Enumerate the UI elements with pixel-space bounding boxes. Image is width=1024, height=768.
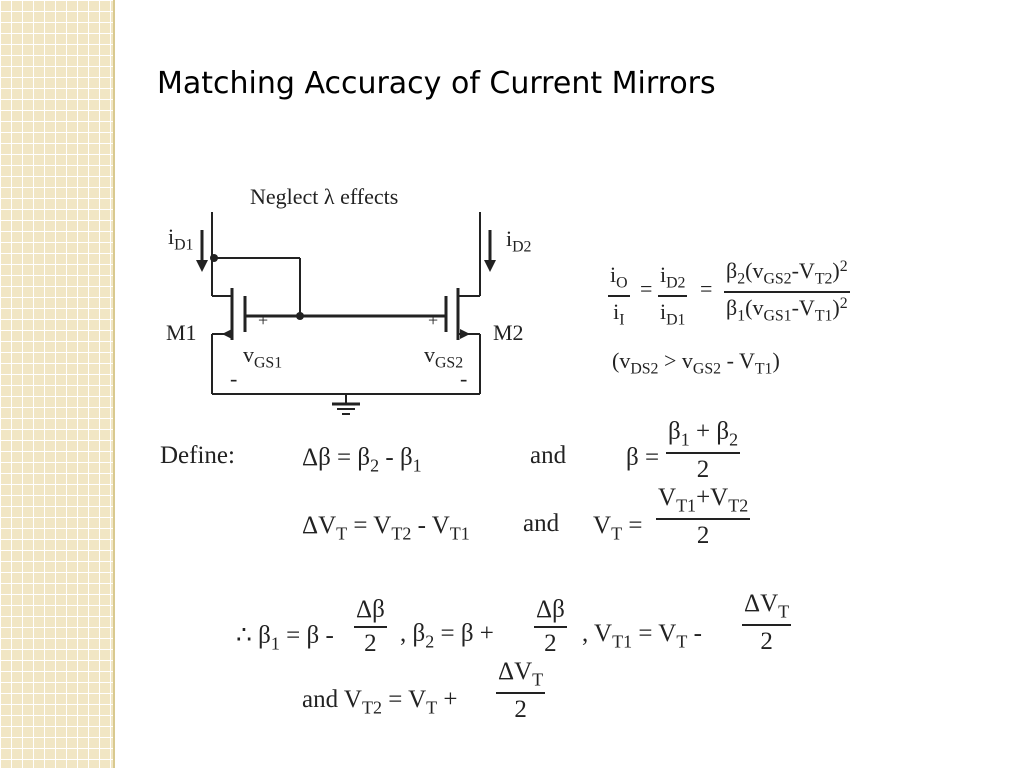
- delta-beta-definition: Δβ = β2 - β1: [302, 444, 422, 476]
- id2-over-id1: iD2 iD1: [658, 262, 688, 329]
- average-beta-fraction: β1 + β2 2: [666, 418, 741, 484]
- io-over-ii: iO iI: [608, 262, 630, 329]
- define-label: Define:: [160, 442, 235, 469]
- ratio-equals-1: =: [640, 276, 653, 301]
- vgs2-plus: +: [428, 310, 439, 330]
- therefore-beta1: ∴ β1 = β -: [236, 622, 334, 654]
- decorative-sidebar: [0, 0, 115, 768]
- and-1: and: [530, 442, 567, 469]
- vt2-expression: and VT2 = VT +: [302, 686, 458, 718]
- vt-equals: VT =: [593, 512, 643, 544]
- gate-node: [296, 312, 304, 320]
- ratio-equals-2: =: [700, 276, 713, 301]
- beta-equals: β =: [626, 444, 660, 471]
- vgs2-label: vGS2: [424, 342, 464, 372]
- vgs1-plus: +: [258, 310, 269, 330]
- delta-vt-half-1: ΔVT 2: [742, 590, 792, 656]
- m2-source-arrow: [460, 329, 470, 339]
- neglect-lambda-note: Neglect λ effects: [250, 184, 399, 209]
- delta-beta-half-2: Δβ 2: [534, 596, 567, 657]
- vgs1-label: vGS1: [243, 342, 283, 372]
- m1-label: M1: [166, 320, 197, 345]
- m1-drain-node: [210, 254, 218, 262]
- vgs2-minus: -: [460, 366, 468, 391]
- slide-title: Matching Accuracy of Current Mirrors: [157, 66, 716, 101]
- saturation-condition: (vDS2 > vGS2 - VT1): [612, 348, 780, 378]
- vgs1-minus: -: [230, 366, 238, 391]
- average-vt-fraction: VT1+VT2 2: [656, 484, 751, 550]
- vt1-expression: , VT1 = VT -: [582, 620, 702, 652]
- m1-source-arrow: [222, 329, 232, 339]
- delta-vt-definition: ΔVT = VT2 - VT1: [302, 512, 470, 544]
- m2-label: M2: [493, 320, 524, 345]
- delta-vt-half-2: ΔVT 2: [496, 658, 546, 724]
- delta-beta-half-1: Δβ 2: [354, 596, 387, 657]
- id2-label: iD2: [506, 226, 532, 256]
- and-2: and: [523, 510, 560, 537]
- id2-arrowhead: [484, 260, 496, 272]
- beta-vgs-ratio: β2(vGS2-VT2)2 β1(vGS1-VT1)2: [724, 258, 850, 325]
- beta2-expression: , β2 = β +: [400, 620, 494, 652]
- id1-label: iD1: [168, 224, 194, 254]
- id1-arrowhead: [196, 260, 208, 272]
